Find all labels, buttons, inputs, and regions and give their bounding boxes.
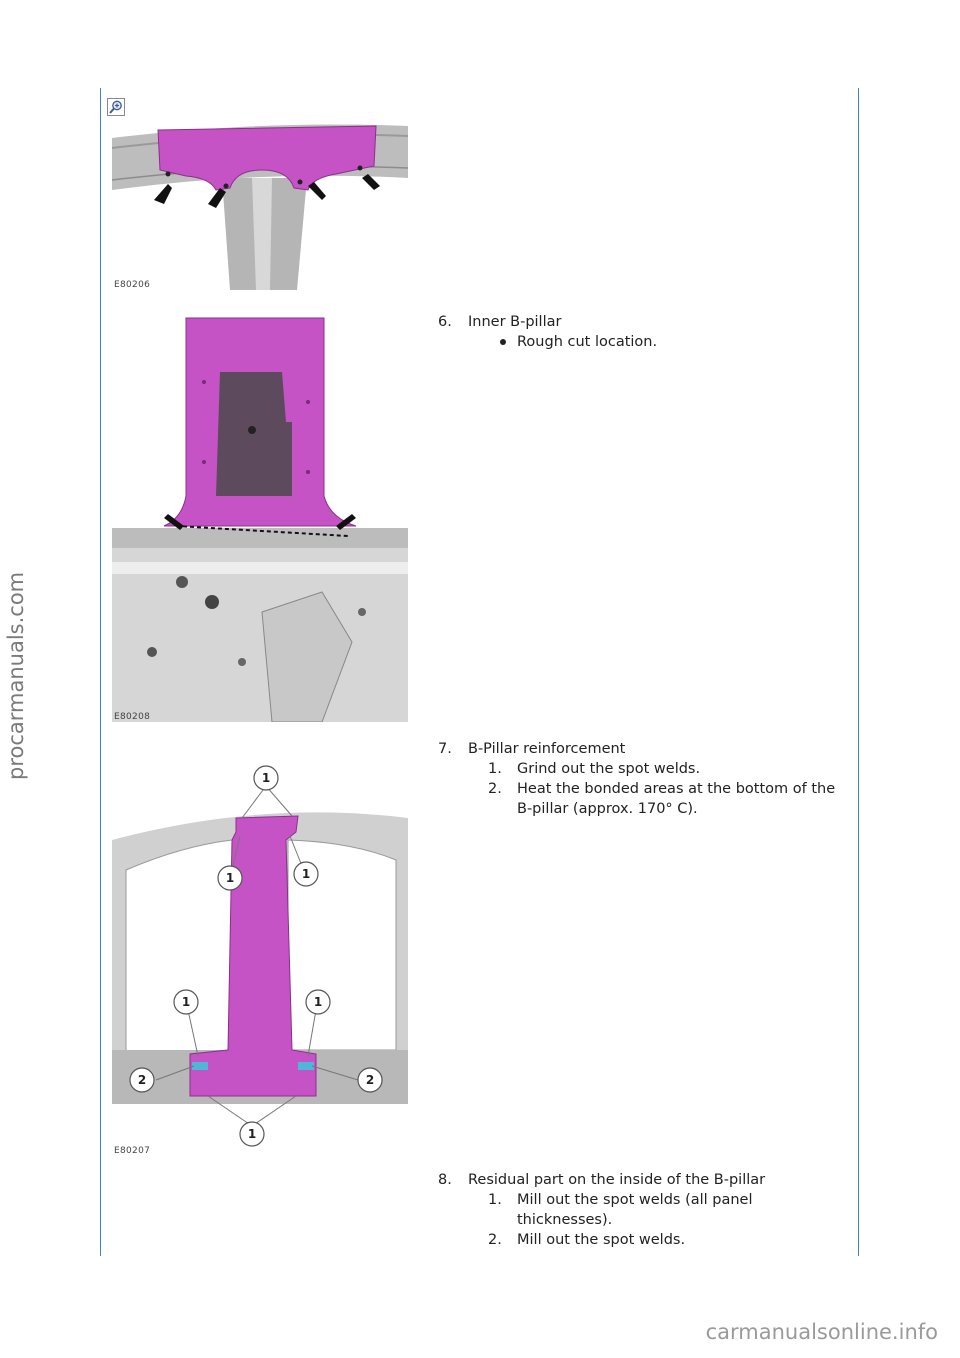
step-number: 7. xyxy=(438,741,452,757)
zoom-icon[interactable] xyxy=(107,98,125,116)
callout-1: 1 xyxy=(248,1127,256,1141)
bullet-icon xyxy=(500,339,506,345)
step-number: 6. xyxy=(438,314,452,330)
figure-code: E80208 xyxy=(114,712,151,722)
bottom-watermark: carmanualsonline.info xyxy=(705,1320,938,1344)
figure-b-pillar-top xyxy=(112,118,408,290)
step-number: 8. xyxy=(438,1172,452,1188)
callout-1: 1 xyxy=(182,995,190,1009)
callout-2: 2 xyxy=(366,1073,374,1087)
item-text: Mill out the spot welds (all panel thick… xyxy=(517,1192,753,1228)
side-watermark: procarmanuals.com xyxy=(4,571,28,780)
callout-1: 1 xyxy=(314,995,322,1009)
step-title: B-Pillar reinforcement xyxy=(468,741,626,757)
callout-1: 1 xyxy=(262,771,270,785)
step-title: Residual part on the inside of the B-pil… xyxy=(468,1172,766,1188)
item-number: 2. xyxy=(488,781,502,797)
item-text: Mill out the spot welds. xyxy=(517,1232,686,1248)
item-text: Heat the bonded areas at the bottom of t… xyxy=(517,781,836,817)
right-margin-rule xyxy=(858,88,859,1256)
left-margin-rule xyxy=(100,88,101,1256)
item-text: Grind out the spot welds. xyxy=(517,761,701,777)
callout-2: 2 xyxy=(138,1073,146,1087)
figure-code: E80207 xyxy=(114,1146,151,1156)
figure-b-pillar-reinforcement: 1 1 1 1 1 2 2 1 xyxy=(112,750,408,1152)
figure-code: E80206 xyxy=(114,280,151,290)
step-title: Inner B-pillar xyxy=(468,314,562,330)
item-number: 1. xyxy=(488,1192,502,1208)
item-number: 1. xyxy=(488,761,502,777)
bullet-text: Rough cut location. xyxy=(517,334,658,350)
callout-1: 1 xyxy=(302,867,310,881)
item-number: 2. xyxy=(488,1232,502,1248)
callout-1: 1 xyxy=(226,871,234,885)
figure-inner-b-pillar xyxy=(112,312,408,722)
